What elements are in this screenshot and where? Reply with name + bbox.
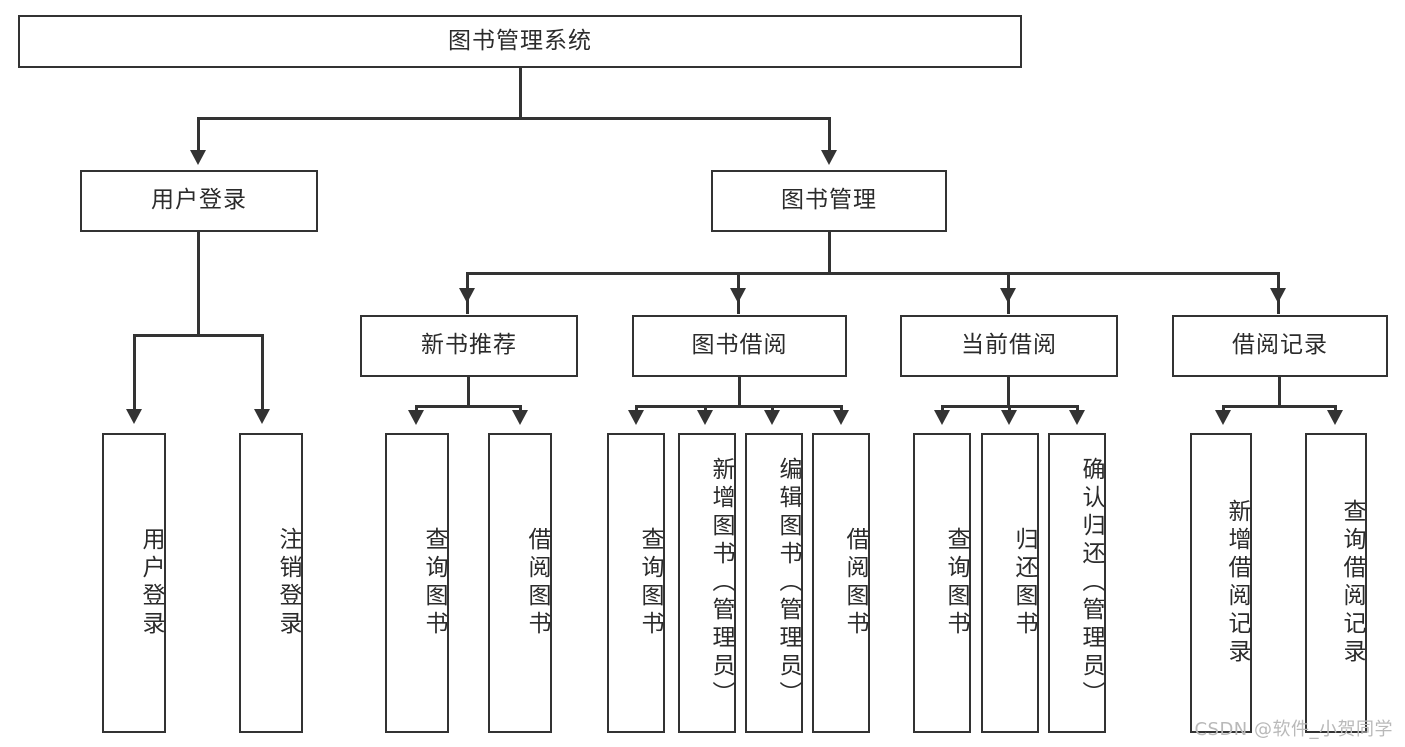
arrow-to-leaf-add-book [697, 410, 713, 425]
node-label: 图书管理系统 [448, 27, 592, 54]
node-label: 借阅记录 [1232, 332, 1328, 359]
node-label: 编辑图书（管理员） [775, 457, 801, 709]
edge-cb-drop-2 [1008, 405, 1011, 413]
edge-root-to-user-login [197, 117, 200, 152]
edge-br-drop-2 [1334, 405, 1337, 413]
node-leaf-query-book-2[interactable]: 查询图书 [607, 433, 665, 733]
node-label: 图书管理 [781, 187, 877, 214]
edge-bb-drop-1 [635, 405, 638, 413]
arrow-to-leaf-query-record [1327, 410, 1343, 425]
edge-bb-drop-2 [704, 405, 707, 413]
node-leaf-return-book[interactable]: 归还图书 [981, 433, 1039, 733]
arrow-to-book-borrow [730, 288, 746, 303]
edge-cb-stem [1007, 377, 1010, 408]
edge-book-manage-stem [828, 232, 831, 274]
arrow-to-current-borrow [1000, 288, 1016, 303]
edge-book-manage-bus [466, 272, 1280, 275]
node-leaf-confirm-return[interactable]: 确认归还（管理员） [1048, 433, 1106, 733]
edge-bb-stem [738, 377, 741, 408]
node-label: 图书借阅 [691, 332, 788, 359]
node-leaf-add-record[interactable]: 新增借阅记录 [1190, 433, 1252, 733]
edge-nbr-drop-2 [519, 405, 522, 413]
arrow-to-leaf-query-book-2 [628, 410, 644, 425]
edge-br-bus [1222, 405, 1337, 408]
arrow-to-leaf-query-book-1 [408, 410, 424, 425]
node-borrow-record[interactable]: 借阅记录 [1172, 315, 1388, 377]
node-label: 新书推荐 [421, 332, 517, 359]
edge-br-drop-1 [1222, 405, 1225, 413]
edge-nbr-drop-1 [415, 405, 418, 413]
node-leaf-query-book-1[interactable]: 查询图书 [385, 433, 449, 733]
edge-nbr-bus [415, 405, 522, 408]
csdn-watermark: CSDN @软件_小贺同学 [1194, 719, 1393, 740]
node-book-management[interactable]: 图书管理 [711, 170, 947, 232]
node-book-borrow[interactable]: 图书借阅 [632, 315, 847, 377]
node-new-book-recommend[interactable]: 新书推荐 [360, 315, 578, 377]
node-label: 查询图书 [943, 527, 969, 639]
node-label: 新增图书（管理员） [708, 457, 734, 709]
edge-bb-drop-4 [840, 405, 843, 413]
node-book-management-system[interactable]: 图书管理系统 [18, 15, 1022, 68]
edge-root-stem [519, 68, 522, 118]
edge-user-login-bus [133, 334, 264, 337]
edge-nbr-stem [467, 377, 470, 408]
node-leaf-query-record[interactable]: 查询借阅记录 [1305, 433, 1367, 733]
node-label: 当前借阅 [961, 332, 1057, 359]
edge-cb-drop-1 [941, 405, 944, 413]
arrow-to-leaf-borrow-book-2 [833, 410, 849, 425]
node-label: 新增借阅记录 [1224, 499, 1250, 667]
node-label: 归还图书 [1011, 527, 1037, 639]
node-label: 用户登录 [138, 527, 164, 639]
edge-user-login-drop-1 [133, 334, 136, 411]
arrow-to-leaf-logout [254, 409, 270, 424]
node-label: 注销登录 [275, 527, 301, 639]
edge-root-bus [197, 117, 831, 120]
node-leaf-add-book[interactable]: 新增图书（管理员） [678, 433, 736, 733]
node-current-borrow[interactable]: 当前借阅 [900, 315, 1118, 377]
node-label: 确认归还（管理员） [1078, 457, 1104, 709]
node-user-login[interactable]: 用户登录 [80, 170, 318, 232]
edge-cb-drop-3 [1076, 405, 1079, 413]
node-label: 借阅图书 [842, 527, 868, 639]
arrow-to-leaf-query-book-3 [934, 410, 950, 425]
arrow-to-leaf-add-record [1215, 410, 1231, 425]
node-leaf-borrow-book-2[interactable]: 借阅图书 [812, 433, 870, 733]
edge-br-stem [1278, 377, 1281, 408]
node-leaf-logout[interactable]: 注销登录 [239, 433, 303, 733]
edge-bb-bus [635, 405, 843, 408]
node-label: 借阅图书 [524, 527, 550, 639]
edge-user-login-stem [197, 232, 200, 336]
node-label: 查询图书 [637, 527, 663, 639]
edge-bb-drop-3 [771, 405, 774, 413]
node-label: 用户登录 [151, 187, 247, 214]
arrow-to-leaf-edit-book [764, 410, 780, 425]
arrow-to-borrow-record [1270, 288, 1286, 303]
node-leaf-query-book-3[interactable]: 查询图书 [913, 433, 971, 733]
arrow-to-leaf-return-book [1001, 410, 1017, 425]
arrow-to-book-manage [821, 150, 837, 165]
arrow-to-leaf-borrow-book-1 [512, 410, 528, 425]
node-leaf-edit-book[interactable]: 编辑图书（管理员） [745, 433, 803, 733]
arrow-to-new-book-recommend [459, 288, 475, 303]
node-leaf-user-login[interactable]: 用户登录 [102, 433, 166, 733]
edge-user-login-drop-2 [261, 334, 264, 411]
arrow-to-leaf-user-login [126, 409, 142, 424]
arrow-to-user-login [190, 150, 206, 165]
node-label: 查询借阅记录 [1339, 499, 1365, 667]
node-leaf-borrow-book-1[interactable]: 借阅图书 [488, 433, 552, 733]
node-label: 查询图书 [421, 527, 447, 639]
edge-root-to-book-manage [828, 117, 831, 152]
arrow-to-leaf-confirm-return [1069, 410, 1085, 425]
